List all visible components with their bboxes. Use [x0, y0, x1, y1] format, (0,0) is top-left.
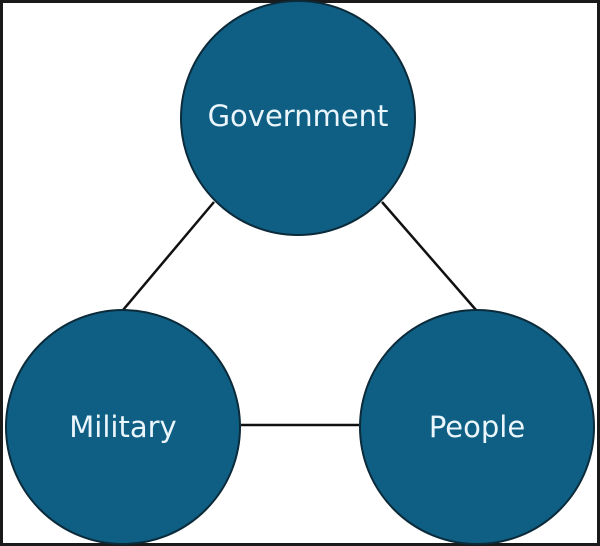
node-people-label: People [429, 410, 525, 444]
node-military-label: Military [69, 410, 176, 444]
node-government: Government [180, 0, 416, 236]
node-people-circle [359, 309, 595, 545]
edge-government-people [381, 201, 477, 311]
node-military-circle [5, 309, 241, 545]
edge-government-military [122, 201, 215, 311]
node-government-circle [180, 0, 416, 236]
node-people: People [359, 309, 595, 545]
node-government-label: Government [208, 99, 389, 133]
node-military: Military [5, 309, 241, 545]
